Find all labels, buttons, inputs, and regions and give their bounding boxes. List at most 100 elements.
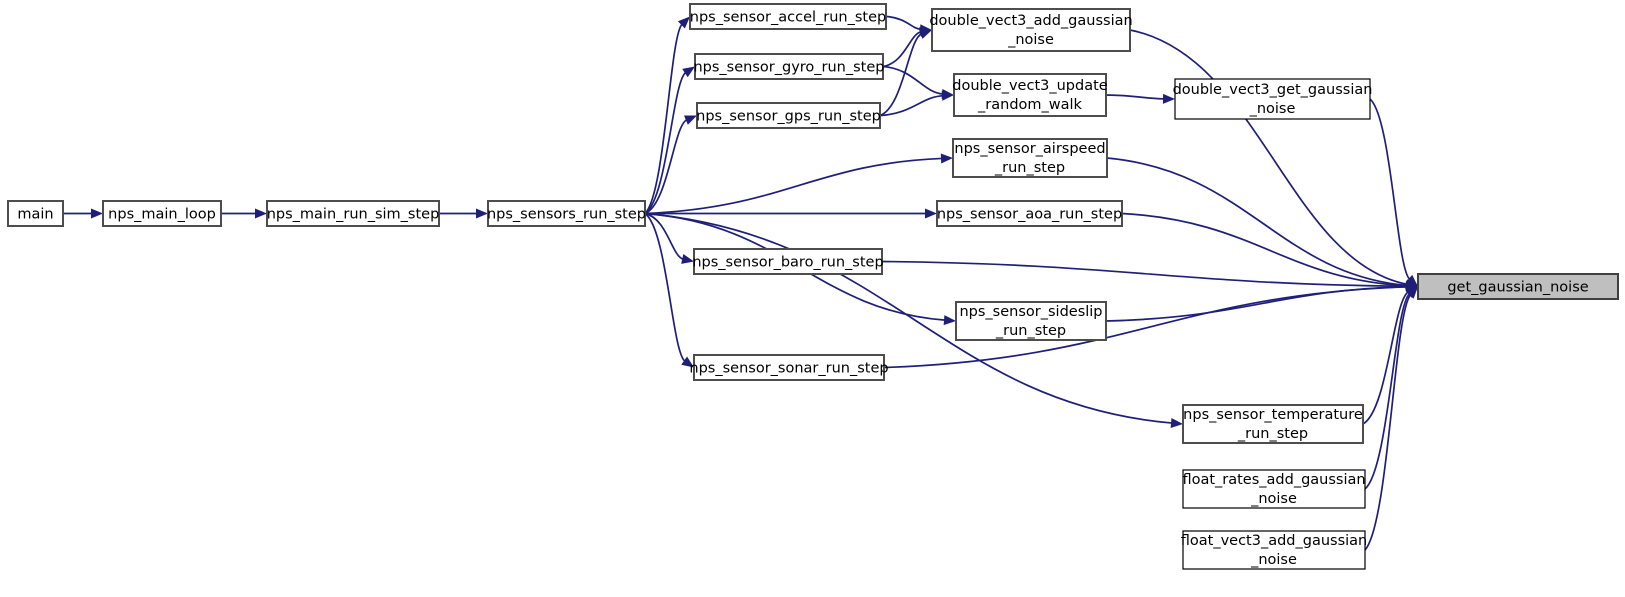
- node-label2-dv3_get: _noise: [1249, 101, 1296, 117]
- edge-arrowhead: [682, 66, 695, 78]
- edge-layer: [63, 15, 1418, 551]
- edge-aoa-to-get_gaussian_noise: [1121, 212, 1408, 287]
- node-label-temperature: nps_sensor_temperature: [1183, 407, 1363, 423]
- node-label-float_rates: float_rates_add_gaussian: [1182, 472, 1365, 488]
- node-label2-sideslip: _run_step: [995, 323, 1066, 339]
- edge-float_rates-to-get_gaussian_noise: [1364, 292, 1411, 490]
- node-box-temperature: [1182, 404, 1364, 444]
- edge-arrowhead: [1162, 93, 1175, 104]
- edge-dv3_walk-to-dv3_get: [1105, 94, 1165, 100]
- edge-arrowhead: [681, 254, 694, 264]
- edge-nps_sensors_run_step-to-accel: [644, 23, 683, 215]
- edge-arrowhead: [684, 115, 697, 125]
- graph-node-aoa[interactable]: nps_sensor_aoa_run_step: [936, 200, 1123, 227]
- edge-gps-to-dv3_walk: [879, 94, 944, 117]
- edge-arrowhead: [1405, 274, 1418, 287]
- node-label2-airspeed: _run_step: [994, 160, 1065, 176]
- graph-node-main[interactable]: main: [7, 200, 64, 227]
- node-label2-dv3_add: _noise: [1007, 32, 1054, 48]
- edge-baro-to-get_gaussian_noise: [881, 260, 1408, 288]
- edge-arrowhead: [677, 16, 690, 29]
- edge-nps_sensors_run_step-to-baro: [644, 212, 684, 260]
- edge-gyro-to-dv3_add: [882, 30, 922, 68]
- edge-accel-to-dv3_add: [885, 15, 922, 31]
- node-box-float_vect3: [1182, 530, 1366, 570]
- graph-node-airspeed[interactable]: nps_sensor_airspeed _run_step: [952, 138, 1108, 178]
- edge-gps-to-dv3_add: [879, 32, 923, 117]
- node-box-nps_main_loop: [102, 200, 222, 227]
- node-label-nps_main_loop: nps_main_loop: [108, 207, 216, 223]
- edge-arrowhead: [476, 208, 488, 219]
- node-box-sonar: [693, 354, 885, 381]
- edge-gyro-to-dv3_walk: [882, 65, 944, 95]
- graph-node-baro[interactable]: nps_sensor_baro_run_step: [692, 248, 884, 275]
- node-label2-temperature: _run_step: [1237, 426, 1308, 442]
- node-box-main: [7, 200, 64, 227]
- graph-node-dv3_get[interactable]: double_vect3_get_gaussian _noise: [1173, 78, 1373, 120]
- graph-node-gyro[interactable]: nps_sensor_gyro_run_step: [693, 53, 885, 80]
- node-label-dv3_walk: double_vect3_update: [952, 78, 1107, 94]
- node-label-sonar: nps_sensor_sonar_run_step: [689, 361, 888, 377]
- node-box-baro: [693, 248, 883, 275]
- graph-node-float_vect3[interactable]: float_vect3_add_gaussian _noise: [1181, 530, 1368, 570]
- node-label-get_gaussian_noise: get_gaussian_noise: [1447, 280, 1588, 296]
- graph-node-sideslip[interactable]: nps_sensor_sideslip_run_step: [955, 301, 1107, 341]
- node-box-nps_sensors_run_step: [487, 200, 646, 227]
- node-label2-float_rates: _noise: [1250, 491, 1297, 507]
- graph-node-nps_main_loop[interactable]: nps_main_loop: [102, 200, 222, 227]
- edge-airspeed-to-get_gaussian_noise: [1106, 157, 1408, 287]
- node-label-accel: nps_sensor_accel_run_step: [690, 10, 887, 26]
- graph-node-temperature[interactable]: nps_sensor_temperature _run_step: [1182, 404, 1364, 444]
- node-label-gyro: nps_sensor_gyro_run_step: [693, 60, 884, 76]
- edge-arrowhead: [91, 208, 103, 219]
- node-box-gyro: [694, 53, 884, 80]
- node-label-gps: nps_sensor_gps_run_step: [696, 109, 881, 125]
- node-box-nps_main_run_sim_step: [266, 200, 440, 227]
- graph-node-sonar[interactable]: nps_sensor_sonar_run_step: [689, 354, 889, 381]
- node-box-float_rates: [1182, 469, 1366, 509]
- node-box-aoa: [936, 200, 1123, 227]
- graph-node-accel[interactable]: nps_sensor_accel_run_step: [689, 3, 887, 30]
- edge-dv3_add-to-get_gaussian_noise: [1129, 29, 1408, 286]
- edge-arrowhead: [681, 356, 694, 368]
- edge-arrowhead: [940, 153, 953, 164]
- node-label-dv3_add: double_vect3_add_gaussian: [929, 13, 1132, 29]
- edge-float_vect3-to-get_gaussian_noise: [1364, 294, 1412, 551]
- node-box-get_gaussian_noise: [1417, 273, 1619, 300]
- node-box-accel: [689, 3, 887, 30]
- node-label2-float_vect3: _noise: [1250, 552, 1297, 568]
- edge-arrowhead: [919, 29, 932, 39]
- node-label-main: main: [17, 207, 53, 223]
- graph-node-gps[interactable]: nps_sensor_gps_run_step: [696, 102, 881, 129]
- edge-nps_sensors_run_step-to-airspeed: [644, 157, 943, 215]
- node-box-airspeed: [952, 138, 1108, 178]
- edge-nps_sensors_run_step-to-gps: [644, 118, 688, 215]
- node-box-sideslip: [955, 301, 1107, 341]
- edge-arrowhead: [1406, 286, 1418, 299]
- graph-node-dv3_add[interactable]: double_vect3_add_gaussian _noise: [929, 8, 1133, 52]
- graph-node-nps_sensors_run_step[interactable]: nps_sensors_run_step: [487, 200, 646, 227]
- graph-node-get_gaussian_noise[interactable]: get_gaussian_noise: [1417, 273, 1619, 300]
- graph-node-float_rates[interactable]: float_rates_add_gaussian _noise: [1182, 469, 1366, 509]
- node-label2-dv3_walk: _random_walk: [977, 97, 1083, 113]
- node-label-airspeed: nps_sensor_airspeed: [954, 141, 1105, 157]
- edge-nps_sensors_run_step-to-gyro: [644, 71, 687, 215]
- edge-sonar-to-get_gaussian_noise: [883, 286, 1408, 369]
- node-label-nps_sensors_run_step: nps_sensors_run_step: [487, 207, 646, 223]
- node-label-aoa: nps_sensor_aoa_run_step: [937, 207, 1122, 223]
- edge-nps_sensors_run_step-to-temperature: [644, 212, 1173, 424]
- edge-arrowhead: [925, 208, 937, 219]
- edge-sideslip-to-get_gaussian_noise: [1105, 285, 1408, 322]
- node-label-float_vect3: float_vect3_add_gaussian: [1181, 533, 1368, 549]
- edge-arrowhead: [1170, 417, 1183, 428]
- node-label-dv3_get: double_vect3_get_gaussian: [1173, 82, 1373, 98]
- graph-node-dv3_walk[interactable]: double_vect3_update _random_walk: [952, 73, 1108, 117]
- node-box-dv3_add: [931, 8, 1131, 52]
- edge-arrowhead: [941, 90, 954, 101]
- node-box-gps: [696, 102, 881, 129]
- node-box-dv3_get: [1174, 78, 1371, 120]
- graph-node-nps_main_run_sim_step[interactable]: nps_main_run_sim_step: [266, 200, 440, 227]
